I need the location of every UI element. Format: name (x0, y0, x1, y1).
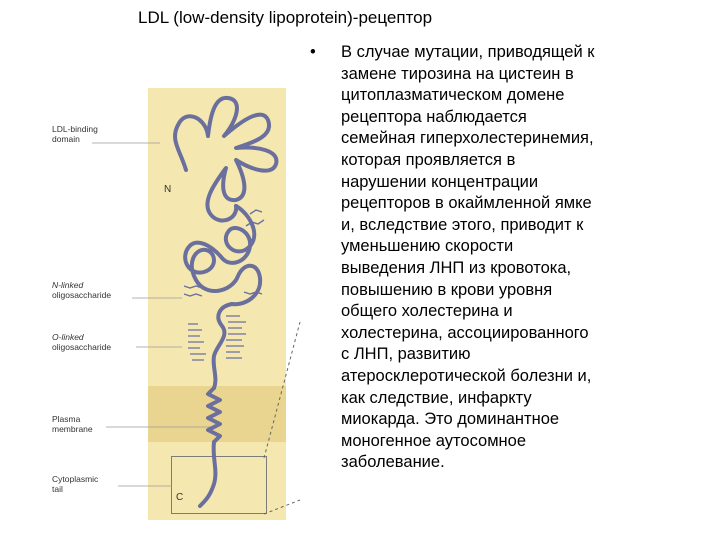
text-line: миокарда. Это доминантное (341, 409, 715, 431)
text-line: замене тирозина на цистеин в (341, 64, 715, 86)
dashed-zoom-lines (264, 322, 300, 514)
text-line: рецепторов в окаймленной ямке (341, 193, 715, 215)
text-line: цитоплазматическом домене (341, 85, 715, 107)
text-line: холестерина, ассоциированного (341, 323, 715, 345)
text-line: и, вследствие этого, приводит к (341, 215, 715, 237)
label-cytoplasmic-tail: Cytoplasmic tail (52, 474, 98, 494)
c-terminus-label: C (176, 492, 183, 503)
text-line: с ЛНП, развитию (341, 344, 715, 366)
bullet-dot: • (310, 42, 316, 64)
text-line: которая проявляется в (341, 150, 715, 172)
label-plasma-membrane: Plasma membrane (52, 414, 93, 434)
label-o-linked-oligosaccharide: O-linked oligosaccharide (52, 332, 111, 352)
leader-lines (92, 143, 210, 486)
text-line: моногенное аутосомное (341, 431, 715, 453)
text-line: нарушении концентрации (341, 172, 715, 194)
text-line: В случае мутации, приводящей к (341, 42, 715, 64)
text-line: как следствие, инфаркту (341, 388, 715, 410)
text-line: атеросклеротической болезни и, (341, 366, 715, 388)
o-linked-oligosaccharides (188, 316, 246, 360)
text-line: уменьшению скорости (341, 236, 715, 258)
bullet-text: В случае мутации, приводящей к замене ти… (341, 42, 715, 474)
label-n-linked-oligosaccharide: N-linked oligosaccharide (52, 280, 111, 300)
protein-chain (175, 98, 276, 506)
text-line: общего холестерина и (341, 301, 715, 323)
text-line: заболевание. (341, 452, 715, 474)
label-ldl-binding-domain: LDL-binding domain (52, 124, 98, 144)
text-line: повышению в крови уровня (341, 280, 715, 302)
text-line: рецептора наблюдается (341, 107, 715, 129)
text-line: выведения ЛНП из кровотока, (341, 258, 715, 280)
bullet-point: • В случае мутации, приводящей к замене … (310, 42, 715, 474)
n-terminus-label: N (164, 184, 171, 195)
text-line: семейная гиперхолестеринемия, (341, 128, 715, 150)
